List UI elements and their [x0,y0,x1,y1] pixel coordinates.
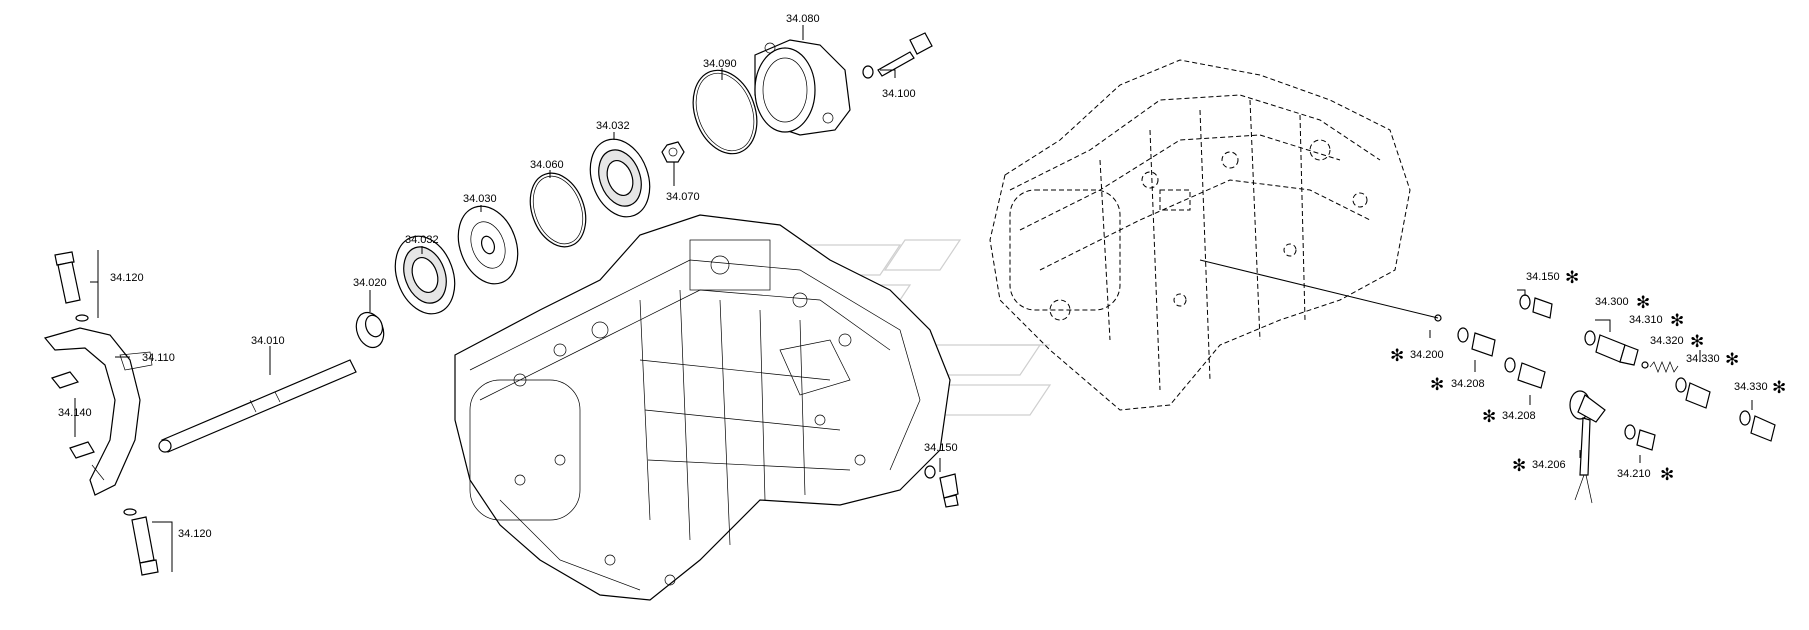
label-34208-a: 34.208 [1451,378,1485,390]
part-34010-shift-rod [158,359,357,453]
part-34330-sensor-a [1675,377,1711,409]
part-34140-pads [50,371,95,459]
label-34010: 34.010 [251,335,285,347]
part-34300-valve [1584,330,1639,366]
label-34100: 34.100 [882,88,916,100]
label-34120-upper: 34.120 [110,272,144,284]
part-34060-snap-ring [529,172,587,248]
part-34032-seal-lower [394,235,456,315]
part-34320-spring [1649,361,1679,373]
label-34090: 34.090 [703,58,737,70]
part-34100-bolt [862,32,933,79]
part-34150-plug-lower [924,465,959,508]
label-34310: 34.310 [1629,314,1663,326]
asterisk-markers: ✻ ✻ ✻ ✻ ✻ ✻ ✻ ✻ ✻ ✻ ✻ [1390,268,1786,485]
label-34330-a: 34.330 [1686,353,1720,365]
label-34140: 34.140 [58,407,92,419]
label-34320: 34.320 [1650,335,1684,347]
label-34210: 34.210 [1617,468,1651,480]
label-34120-lower: 34.120 [178,528,212,540]
leader-lines [74,25,1753,572]
part-34120-bolt-lower [123,508,159,576]
asterisk-marker: ✻ [1430,375,1444,395]
label-34206: 34.206 [1532,459,1566,471]
part-34310-ball [1641,361,1649,369]
label-34300: 34.300 [1595,296,1629,308]
label-34080: 34.080 [786,13,820,25]
part-34030-piston [457,205,519,285]
label-34020: 34.020 [353,277,387,289]
label-34032-lower: 34.032 [405,234,439,246]
label-34208-b: 34.208 [1502,410,1536,422]
label-34110: 34.110 [142,352,175,364]
asterisk-marker: ✻ [1725,350,1739,370]
part-34208-sensor-a [1457,327,1496,357]
transmission-housing-rear [989,59,1411,411]
asterisk-marker: ✻ [1512,456,1526,476]
label-34030: 34.030 [463,193,497,205]
part-34020-bushing [355,311,385,349]
label-34200: 34.200 [1410,349,1444,361]
asterisk-marker: ✻ [1772,378,1786,398]
part-34070-nut [661,141,685,163]
asterisk-marker: ✻ [1690,332,1704,352]
part-34110-shift-fork [43,327,153,496]
label-34032-upper: 34.032 [596,120,630,132]
label-34060: 34.060 [530,159,564,171]
part-34208-sensor-b [1504,357,1546,389]
asterisk-marker: ✻ [1390,346,1404,366]
asterisk-marker: ✻ [1636,293,1650,313]
part-34032-seal-upper [589,138,651,218]
part-34120-bolt-upper [54,251,89,322]
asterisk-marker: ✻ [1660,465,1674,485]
label-34150-lower: 34.150 [924,442,958,454]
part-34206-sensor-cable [1569,390,1606,504]
part-34090-o-ring [692,69,758,155]
transmission-housing-front [454,214,951,601]
label-34070: 34.070 [666,191,700,203]
asterisk-marker: ✻ [1565,268,1579,288]
asterisk-marker: ✻ [1482,407,1496,427]
part-34210-plug [1624,424,1656,451]
asterisk-marker: ✻ [1670,311,1684,331]
part-labels: 34.080 34.090 34.100 34.032 34.070 34.06… [58,13,1768,540]
label-34150-upper: 34.150 [1526,271,1560,283]
part-34150-plug-upper [1519,294,1553,319]
part-34080-cover [754,39,851,136]
part-34330-sensor-b [1739,410,1776,442]
label-34330-b: 34.330 [1734,381,1768,393]
